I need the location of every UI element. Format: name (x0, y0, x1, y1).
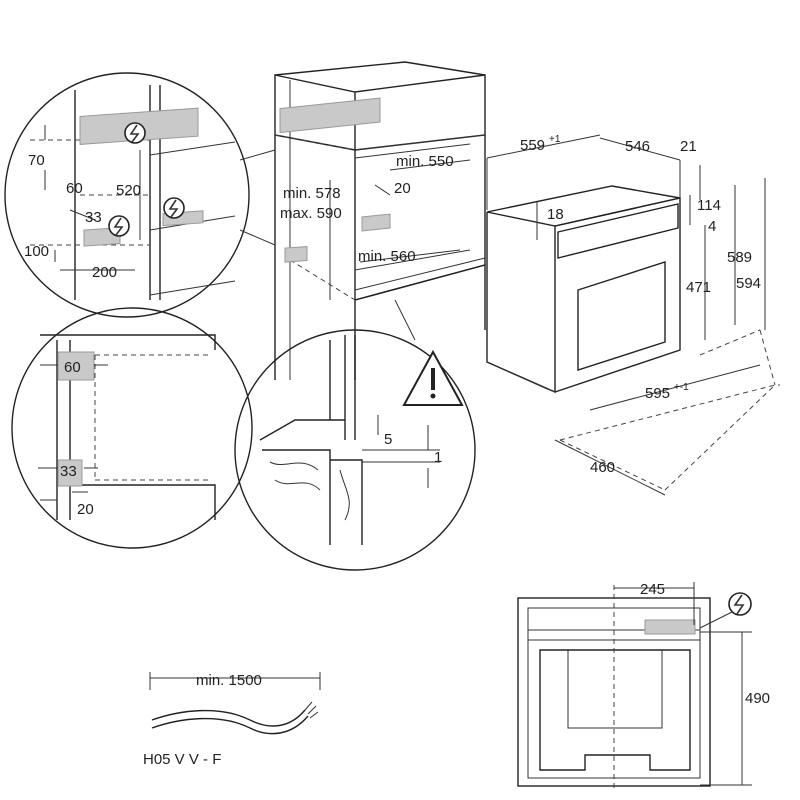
zoom-detail-base-corner (11, 307, 253, 549)
label-595: 595 (645, 385, 670, 402)
label-min560: min. 560 (358, 248, 416, 265)
oven-rear-view (517, 582, 752, 790)
label-21: 21 (680, 138, 697, 155)
label-rear-245: 245 (640, 581, 665, 598)
electric-connection-icon (124, 122, 146, 144)
warning-triangle-icon (402, 349, 464, 406)
label-rear-490: 490 (745, 690, 770, 707)
label-max590: max. 590 (280, 205, 342, 222)
label-20-cabinet: 20 (394, 180, 411, 197)
oven-drawing (486, 134, 780, 496)
label-595-tolerance: +-1 (674, 382, 689, 393)
label-18: 18 (547, 206, 564, 223)
label-589: 589 (727, 249, 752, 266)
label-clearance-1: 1 (434, 449, 442, 466)
label-4: 4 (708, 218, 716, 235)
label-559: 559 (520, 137, 545, 154)
label-zoom-200: 200 (92, 264, 117, 281)
label-cable-length: min. 1500 (196, 672, 262, 689)
label-594: 594 (736, 275, 761, 292)
label-clearance-5: 5 (384, 431, 392, 448)
label-base-60: 60 (64, 359, 81, 376)
electric-connection-icon (728, 592, 752, 616)
label-zoom-100: 100 (24, 243, 49, 260)
label-559-tolerance: +1 (549, 134, 561, 145)
label-min550: min. 550 (396, 153, 454, 170)
label-zoom-70: 70 (28, 152, 45, 169)
electric-connection-icon (163, 197, 185, 219)
label-114: 114 (697, 197, 721, 214)
label-min578: min. 578 (283, 185, 341, 202)
label-base-20: 20 (77, 501, 94, 518)
label-zoom-520: 520 (116, 182, 141, 199)
label-471: 471 (686, 279, 711, 296)
label-546: 546 (625, 138, 650, 155)
label-zoom-60: 60 (66, 180, 83, 197)
label-cable-type: H05 V V - F (143, 751, 221, 768)
electric-connection-icon (108, 215, 130, 237)
label-zoom-33: 33 (85, 209, 102, 226)
label-base-33: 33 (60, 463, 77, 480)
label-460: 460 (590, 459, 615, 476)
zoom-detail-clearance (234, 299, 476, 571)
power-cable-drawing (149, 672, 321, 735)
